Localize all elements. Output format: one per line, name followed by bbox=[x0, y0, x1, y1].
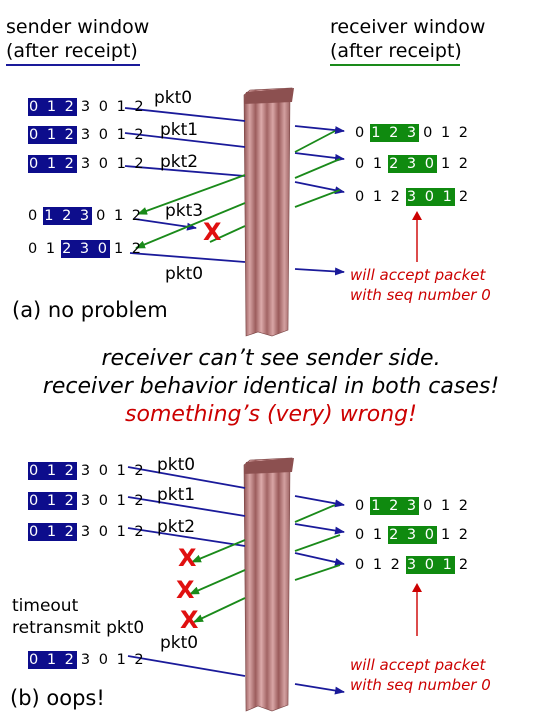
loss-x-icon: X bbox=[178, 544, 197, 572]
timeout-label: timeout bbox=[12, 596, 79, 616]
ack2-stub-a bbox=[209, 225, 246, 243]
curtain-b bbox=[243, 457, 294, 712]
pkt1-line-a bbox=[124, 132, 246, 148]
middle-line3: something’s (very) wrong! bbox=[125, 402, 417, 427]
pkt0-arrow-a bbox=[294, 125, 345, 135]
ack1-line-b bbox=[294, 534, 341, 552]
window-highlight: 3 0 1 bbox=[405, 188, 455, 206]
ack0-arrow-b bbox=[191, 539, 246, 563]
pkt-label: pkt0 bbox=[160, 633, 199, 653]
accept-note-a-line2: with seq number 0 bbox=[350, 286, 491, 304]
window-highlight: 0 1 2 bbox=[28, 462, 77, 480]
sender-window-title: sender window bbox=[6, 16, 150, 38]
window-highlight: 0 1 2 bbox=[28, 155, 77, 173]
pkt-label: pkt2 bbox=[157, 517, 196, 537]
retransmit-label: retransmit pkt0 bbox=[12, 618, 145, 638]
pkt0-line-b bbox=[127, 466, 246, 489]
ack0-line-a bbox=[294, 130, 336, 153]
pkt-label: pkt0 bbox=[157, 455, 196, 475]
ack1-line-a bbox=[294, 158, 341, 179]
window-highlight: 0 1 2 bbox=[28, 523, 77, 541]
window-highlight: 2 3 0 bbox=[388, 526, 437, 544]
pkt-label: pkt0 bbox=[165, 264, 204, 284]
pkt-label: pkt0 bbox=[154, 88, 193, 108]
window-highlight: 0 1 2 bbox=[28, 651, 77, 669]
window-highlight: 0 1 2 bbox=[28, 98, 77, 116]
pkt1-arrow-a bbox=[294, 152, 345, 162]
pkt-label: pkt1 bbox=[157, 485, 196, 505]
window-highlight: 1 2 3 bbox=[370, 497, 420, 515]
receiver-window-subtitle: (after receipt) bbox=[330, 40, 462, 62]
pkt0-arrow-b bbox=[294, 495, 345, 508]
accept-note-b-line2: with seq number 0 bbox=[350, 676, 491, 694]
window-highlight: 2 3 0 bbox=[388, 155, 437, 173]
window-highlight: 1 2 3 bbox=[43, 207, 93, 225]
window-highlight: 0 1 2 bbox=[28, 492, 77, 510]
pkt0-retx-arrow-b bbox=[294, 683, 345, 695]
pkt2-arrow-a bbox=[294, 181, 345, 195]
pkt-label: pkt3 bbox=[165, 201, 204, 221]
loss-x-icon: X bbox=[176, 576, 195, 604]
window-highlight: 3 0 1 bbox=[405, 556, 455, 574]
pkt0-retx-arrow-a bbox=[294, 267, 345, 276]
pkt1-arrow-b bbox=[294, 523, 345, 535]
pkt2-line-b bbox=[127, 527, 246, 547]
window-highlight: 2 3 0 bbox=[61, 240, 110, 258]
pkt0-retx-line-b bbox=[127, 655, 246, 677]
loss-x-icon: X bbox=[180, 606, 199, 634]
pkt-label: pkt1 bbox=[160, 120, 199, 140]
accept-note-a-line1: will accept packet bbox=[350, 266, 486, 284]
caption-a: (a) no problem bbox=[12, 298, 168, 322]
ack2-line-b bbox=[294, 564, 341, 581]
accept-note-b-line1: will accept packet bbox=[350, 656, 486, 674]
curtain-a bbox=[243, 87, 294, 337]
ack2-line-a bbox=[294, 189, 341, 208]
caption-b: (b) oops! bbox=[10, 686, 105, 710]
ack1-arrow-a bbox=[135, 202, 246, 249]
loss-x-icon: X bbox=[203, 218, 222, 246]
receiver-window-title: receiver window bbox=[330, 16, 486, 38]
middle-line2: receiver behavior identical in both case… bbox=[42, 374, 500, 399]
window-highlight: 1 2 3 bbox=[370, 124, 420, 142]
window-highlight: 0 1 2 bbox=[28, 126, 77, 144]
pkt0-line-a bbox=[124, 107, 246, 122]
pkt0-retx-line-a bbox=[129, 252, 246, 263]
sender-window-subtitle: (after receipt) bbox=[6, 40, 138, 62]
pkt1-line-b bbox=[127, 496, 246, 517]
ack1-arrow-b bbox=[189, 569, 246, 595]
pkt2-line-a bbox=[124, 165, 246, 177]
ack0-line-b bbox=[294, 504, 336, 523]
pkt2-arrow-b bbox=[294, 552, 345, 566]
pkt-label: pkt2 bbox=[160, 152, 199, 172]
ack2-arrow-b bbox=[193, 597, 246, 623]
middle-line1: receiver can’t see sender side. bbox=[101, 346, 441, 371]
ack0-arrow-a bbox=[137, 174, 246, 215]
